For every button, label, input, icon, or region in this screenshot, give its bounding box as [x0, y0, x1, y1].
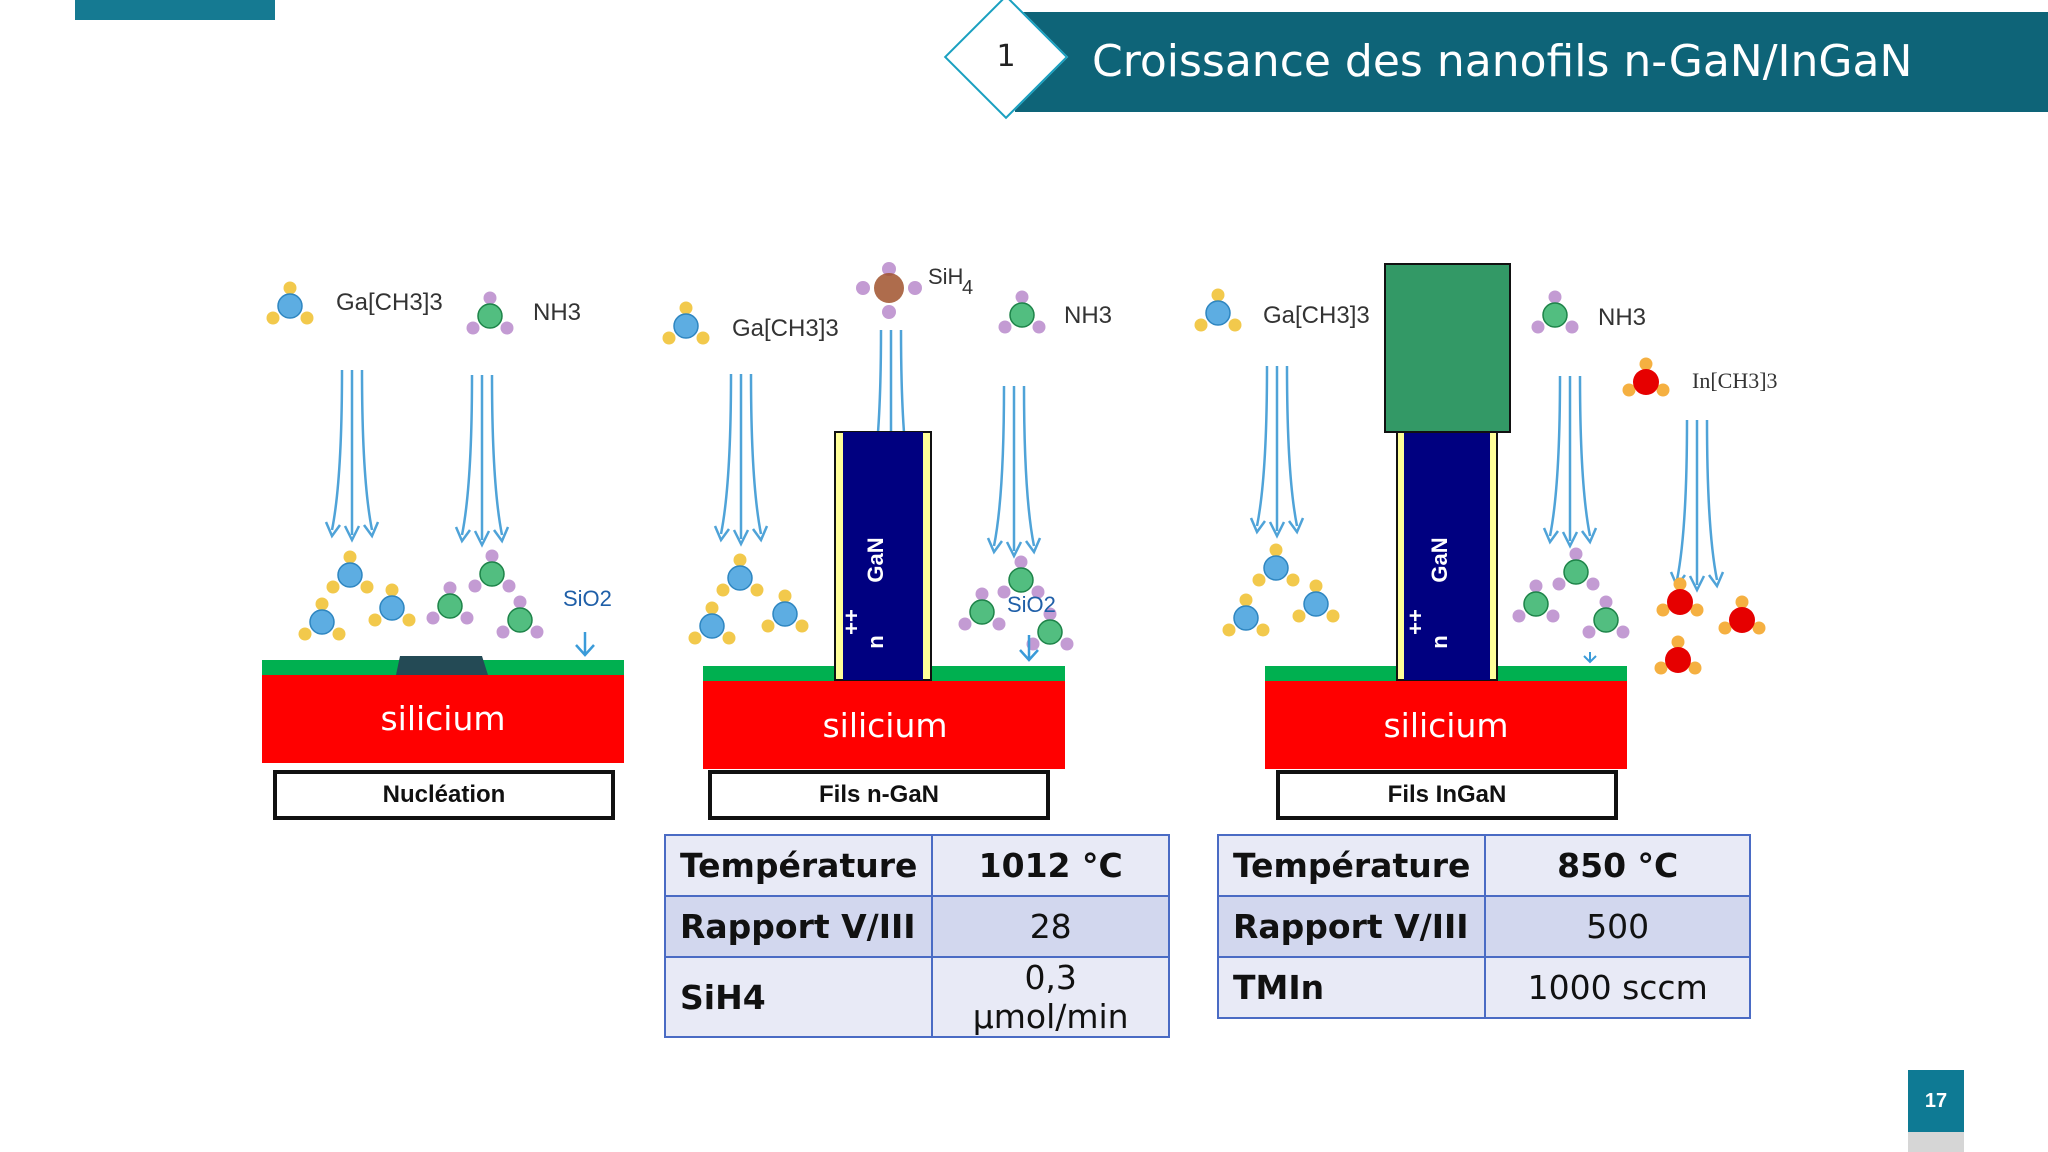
- molecule-icon: [325, 549, 375, 595]
- wire-label-n: n: [863, 635, 888, 648]
- stage-label-n-gan: Fils n-GaN: [708, 770, 1050, 820]
- precursor-label: Ga[CH3]3: [732, 315, 839, 342]
- n-gan-nanowire: [1404, 432, 1490, 680]
- silicon-substrate: [262, 675, 624, 763]
- substrate-label: silicium: [1383, 706, 1508, 745]
- molecule-icon: [1622, 357, 1670, 397]
- param-key: Rapport V/III: [1216, 895, 1487, 958]
- molecule-icon: [1193, 287, 1243, 333]
- param-key: TMIn: [1216, 956, 1487, 1019]
- molecule-icon: [367, 582, 417, 628]
- param-key: Température: [1216, 834, 1487, 897]
- molecule-icon: [1581, 594, 1631, 640]
- molecule-icon: [1654, 635, 1702, 675]
- molecule-icon: [265, 280, 315, 326]
- molecule-icon: [1511, 578, 1561, 624]
- wire-label-gan: GaN: [1427, 537, 1452, 582]
- molecule-icon: [687, 600, 737, 646]
- molecule-icon: [425, 580, 475, 626]
- silicon-substrate: [703, 681, 1065, 769]
- silicon-substrate: [1265, 681, 1627, 769]
- table-row: Température 1012 °C: [663, 834, 1170, 897]
- arrow-bundle-icon: [986, 384, 1042, 558]
- parameters-table-n-gan: Température 1012 °C Rapport V/III 28 SiH…: [663, 834, 1170, 1038]
- arrow-bundle-icon: [1542, 374, 1598, 548]
- param-value: 1012 °C: [931, 834, 1170, 897]
- arrow-bundle-icon: [1669, 418, 1725, 592]
- wire-label: GaN ++ n: [839, 537, 888, 648]
- table-row: Température 850 °C: [1216, 834, 1751, 897]
- molecule-icon: [1291, 578, 1341, 624]
- molecule-icon: [297, 596, 347, 642]
- table-row: Rapport V/III 28: [663, 895, 1170, 958]
- param-value: 1000 sccm: [1484, 956, 1751, 1019]
- title-banner: [1015, 12, 2048, 112]
- param-value: 850 °C: [1484, 834, 1751, 897]
- parameters-table-ingan: Température 850 °C Rapport V/III 500 TMI…: [1216, 834, 1751, 1019]
- param-value: 500: [1484, 895, 1751, 958]
- molecule-icon: [1221, 592, 1271, 638]
- ingan-cap: [1384, 263, 1511, 433]
- param-key: Rapport V/III: [663, 895, 934, 958]
- arrow-bundle-icon: [1249, 364, 1305, 538]
- sio2-label: SiO2: [563, 586, 612, 611]
- molecule-icon: [661, 300, 711, 346]
- param-key: SiH4: [663, 956, 934, 1038]
- molecule-icon: [1530, 289, 1580, 335]
- param-value: 28: [931, 895, 1170, 958]
- sih4-molecule-icon: [856, 262, 922, 319]
- page-number: 17: [1908, 1070, 1964, 1132]
- table-row: SiH4 0,3 µmol/min: [663, 956, 1170, 1038]
- molecule-icon: [467, 548, 517, 594]
- substrate-label: silicium: [380, 699, 505, 738]
- param-key: Température: [663, 834, 934, 897]
- molecule-icon: [1551, 546, 1601, 592]
- n-gan-nanowire: [843, 432, 923, 680]
- molecule-icon: [997, 289, 1047, 335]
- nucleation-island: [396, 656, 488, 675]
- molecule-icon: [1718, 595, 1766, 635]
- stage-ingan: Ga[CH3]3 NH3 In[CH3]3 GaN ++ n silicium: [1193, 263, 1778, 769]
- precursor-label: NH3: [533, 299, 581, 326]
- wire-label-pp: ++: [839, 609, 864, 635]
- top-accent-bar: [75, 0, 275, 20]
- wire-label: GaN ++ n: [1403, 537, 1452, 648]
- sio2-label: SiO2: [1007, 592, 1056, 617]
- molecule-icon: [495, 594, 545, 640]
- precursor-label: Ga[CH3]3: [1263, 302, 1370, 329]
- section-number: 1: [996, 39, 1016, 74]
- precursor-label: Ga[CH3]3: [336, 289, 443, 316]
- precursor-subscript: 4: [962, 277, 973, 299]
- precursor-label: In[CH3]3: [1692, 368, 1778, 393]
- param-value: 0,3 µmol/min: [931, 956, 1170, 1038]
- substrate-label: silicium: [822, 706, 947, 745]
- stage-label-ingan: Fils InGaN: [1276, 770, 1618, 820]
- wire-label-n: n: [1427, 635, 1452, 648]
- stage-nucleation: Ga[CH3]3 NH3 SiO2 silicium: [262, 280, 624, 763]
- page-number-footer: [1908, 1132, 1964, 1152]
- wire-label-gan: GaN: [863, 537, 888, 582]
- wire-label-pp: ++: [1403, 609, 1428, 635]
- molecule-icon: [1251, 542, 1301, 588]
- precursor-label: NH3: [1064, 302, 1112, 329]
- arrow-bundle-icon: [324, 368, 380, 542]
- stage-label-nucleation: Nucléation: [273, 770, 615, 820]
- table-row: TMIn 1000 sccm: [1216, 956, 1751, 1019]
- arrow-bundle-icon: [454, 373, 510, 547]
- molecule-icon: [760, 588, 810, 634]
- stage-n-gan: Ga[CH3]3 SiH 4 NH3 SiO2 GaN ++ n: [661, 262, 1112, 769]
- slide-title: Croissance des nanofils n-GaN/InGaN: [1092, 36, 1913, 87]
- table-row: Rapport V/III 500: [1216, 895, 1751, 958]
- precursor-label: NH3: [1598, 304, 1646, 331]
- molecule-icon: [715, 552, 765, 598]
- molecule-icon: [465, 290, 515, 336]
- precursor-label: SiH: [928, 264, 963, 289]
- arrow-bundle-icon: [713, 372, 769, 546]
